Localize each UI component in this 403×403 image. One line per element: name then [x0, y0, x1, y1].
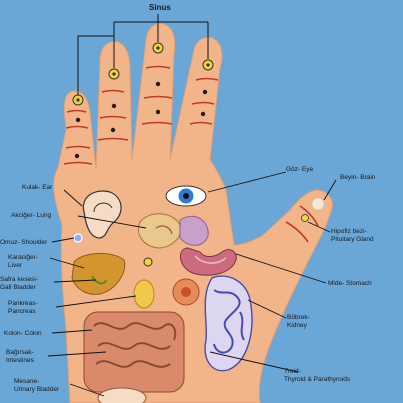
- sinus-points: [72, 42, 214, 106]
- lung-organ: [138, 213, 209, 249]
- liver-organ: [71, 253, 126, 295]
- label-bladder-line1: Mesane-: [14, 378, 40, 385]
- label-kidney: Böbrek- Kidney: [287, 314, 310, 329]
- label-gall-line1: Safra kesesi-: [0, 276, 38, 283]
- label-pancreas-line1: Pankreas-: [8, 300, 38, 307]
- label-thyroid-line1: Troid-: [284, 368, 301, 375]
- label-intestines-line2: Intestines: [6, 356, 34, 364]
- brain-point: [311, 197, 325, 211]
- kidney-organ: [204, 275, 253, 372]
- label-bladder: Mesane- Urinary Bladder: [14, 378, 59, 393]
- label-gall-line2: Gall Bladder: [0, 283, 36, 291]
- label-pituitary-line2: Pituitary Gland: [331, 235, 374, 243]
- label-shoulder: Omuz- Shoulder: [0, 239, 48, 246]
- label-intestines-line1: Bağırsak-: [6, 349, 34, 356]
- palm-shape: [53, 23, 333, 403]
- label-kidney-line1: Böbrek-: [287, 314, 310, 321]
- intestines-organ: [83, 311, 185, 393]
- label-pituitary-line1: Hipofiz bezi-: [331, 228, 367, 235]
- label-liver: Karaciğer- Liver: [8, 254, 38, 269]
- label-bladder-line2: Urinary Bladder: [14, 385, 60, 393]
- label-pituitary: Hipofiz bezi- Pituitary Gland: [331, 228, 374, 243]
- sinus-pointer-lines: [77, 14, 209, 95]
- stomach-organ: [180, 247, 237, 276]
- label-thyroid-line2: Thyroid & Parathyroids: [284, 375, 351, 383]
- label-eye: Göz- Eye: [286, 166, 314, 173]
- label-ear: Kulak- Ear: [22, 184, 53, 191]
- label-lung: Akciğer- Lung: [11, 212, 52, 219]
- label-kidney-line2: Kidney: [287, 321, 307, 329]
- finger-creases: [63, 65, 319, 243]
- kidney-pattern: [213, 289, 245, 354]
- label-intestines: Bağırsak- Intestines: [6, 349, 34, 364]
- pointer-lines: [47, 171, 337, 397]
- finger-dots: [74, 81, 208, 159]
- label-pancreas-line2: Pancreas: [8, 307, 36, 315]
- label-sinus: Sinus: [149, 3, 171, 12]
- label-colon: Kolon- Colon: [4, 330, 42, 337]
- label-stomach: Mide- Stomach: [328, 280, 372, 287]
- label-brain: Beyin- Brain: [340, 174, 376, 181]
- label-thyroid: Troid- Thyroid & Parathyroids: [284, 368, 350, 383]
- label-liver-line1: Karaciğer-: [8, 254, 38, 261]
- label-liver-line2: Liver: [8, 261, 23, 269]
- label-pancreas: Pankreas- Pancreas: [8, 300, 38, 315]
- bladder-organ: [97, 387, 147, 403]
- shoulder-point: [73, 233, 83, 243]
- label-gall-bladder: Safra kesesi- Gall Bladder: [0, 276, 38, 291]
- pancreas-organ: [133, 279, 155, 309]
